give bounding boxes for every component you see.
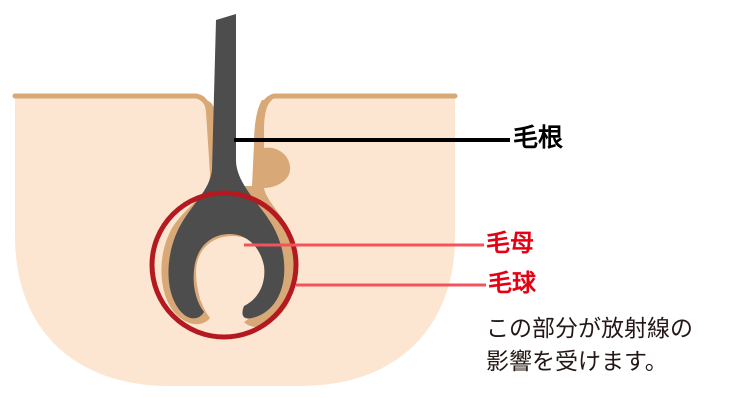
- dermal-papilla: [199, 246, 265, 320]
- radiation-note: この部分が放射線の 影響を受けます。: [486, 313, 693, 379]
- skin-cross-section: [15, 96, 455, 386]
- radiation-note-line-2: 影響を受けます。: [486, 349, 668, 375]
- hair-bulb-circle: [149, 190, 299, 340]
- hair-shaft: [168, 14, 285, 319]
- radiation-note-line-1: この部分が放射線の: [486, 316, 693, 342]
- hair-root-label: 毛根: [513, 123, 564, 152]
- hair-bulb-label: 毛球: [488, 269, 536, 297]
- hair-matrix-label: 毛母: [486, 229, 534, 257]
